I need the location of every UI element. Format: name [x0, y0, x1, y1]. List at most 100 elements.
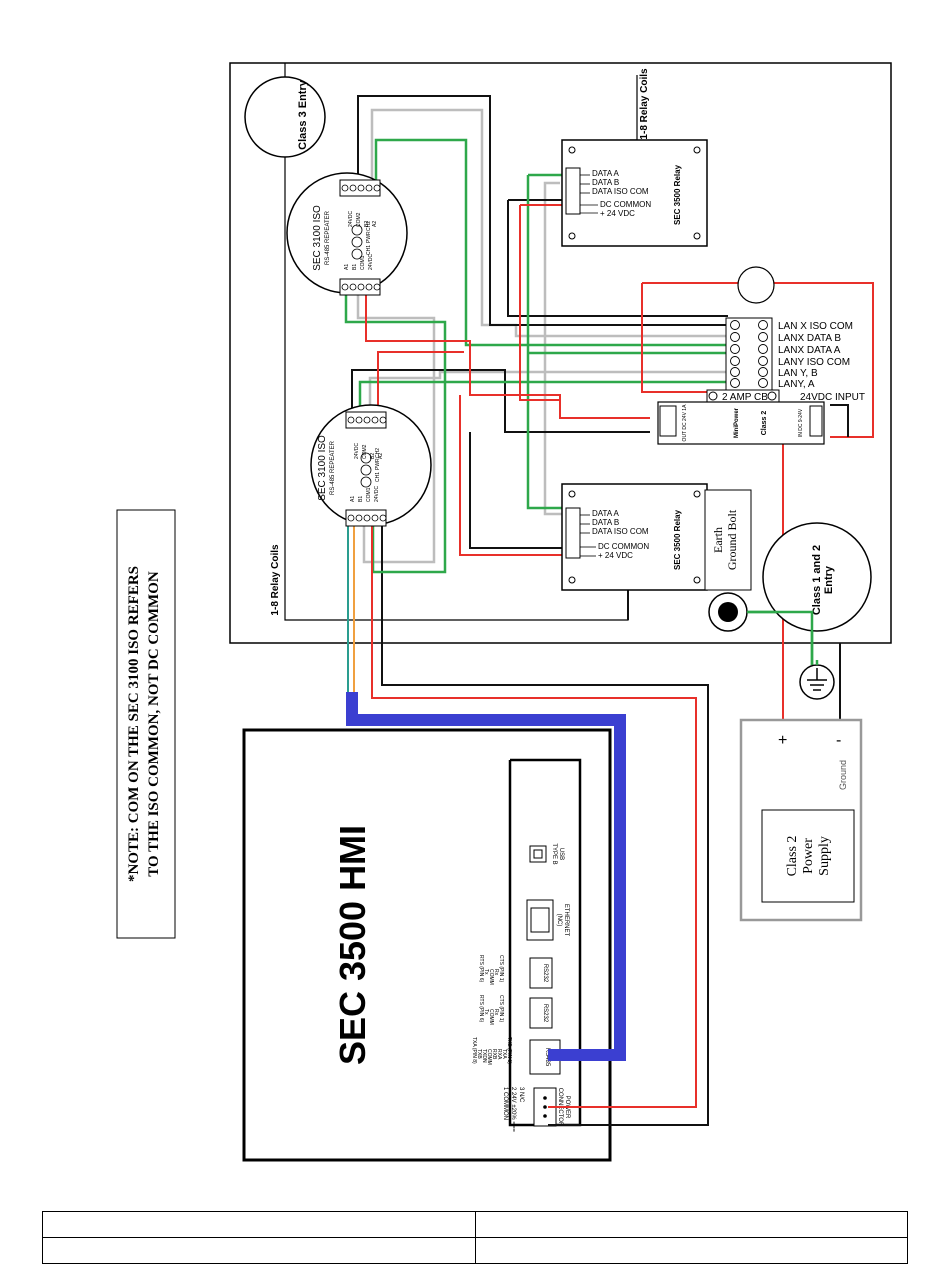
rs232-b-pin-1: CTS (PIN 1)	[498, 995, 504, 1023]
class2-in-label: IN DC 9-24V	[798, 408, 804, 437]
ethernet-label-1: ETHERNET	[563, 904, 569, 937]
rs232-a-pin-2: Rx	[493, 969, 499, 976]
repeater-bottom-pin-a1: A1	[350, 496, 356, 502]
rs232-a-label: RS232	[542, 964, 548, 983]
repeater-bottom-pin-a2: B1	[358, 496, 364, 502]
repeater-top-pin-b1: 24VDC	[348, 210, 354, 227]
lanx-data-a-label: LANX DATA A	[778, 345, 841, 356]
class2-module-body	[657, 401, 825, 445]
repeater-bottom-pin-b3: B2	[370, 453, 376, 459]
power-pin-3: 3 N/C	[518, 1087, 524, 1103]
psu-label-box	[761, 809, 855, 903]
usb-label-2: TYPE B	[551, 843, 557, 864]
ground-bolt-inner	[718, 602, 738, 622]
rs485-pin-3: RXA	[496, 1049, 502, 1060]
relay-top-term-2: DATA B	[592, 178, 619, 187]
relay-top-term-4: DC COMMON	[600, 200, 651, 209]
class2-brand: MiniPower	[734, 407, 740, 438]
rs232-a-pin-4: Tx	[483, 969, 489, 975]
footer-row	[42, 1211, 908, 1238]
footer-table	[42, 1211, 908, 1264]
repeater-bottom-subtitle: RS-485 REPEATER	[330, 440, 336, 495]
relay-top: DATA A DATA B DATA ISO COM DC COMMON + 2…	[561, 139, 708, 247]
class12-entry-line-1: Class 1 and 2	[811, 545, 823, 615]
rs485-pin-1: TXB (PIN 1)	[506, 1037, 512, 1064]
hmi-title: SEC 3500 HMI	[332, 825, 373, 1065]
note-box	[116, 509, 176, 939]
class12-entry-line-2: Entry	[823, 565, 835, 594]
power-supply: + - Ground Class 2 Power Supply	[739, 718, 863, 922]
terminal-block-body	[725, 317, 773, 391]
relay-bottom-term-4: DC COMMON	[598, 542, 649, 551]
note-line-1: *NOTE: COM ON THE SEC 3100 ISO REFERS	[126, 566, 142, 882]
footer-cell	[42, 1211, 476, 1238]
psu-label-line-2: Power	[801, 838, 816, 874]
earth-ground-line-1: Earth	[711, 527, 725, 553]
gray-wires	[356, 108, 728, 564]
footer-cell	[475, 1211, 908, 1238]
class3-entry-label: Class 3 Entry	[297, 79, 309, 150]
psu-minus: -	[836, 732, 841, 749]
class3-entry-circle	[244, 76, 326, 158]
relay-top-term-1: DATA A	[592, 169, 619, 178]
rs232-b-pin-3: COMM	[488, 1009, 494, 1025]
repeater-top-pin-b3: B2	[364, 221, 370, 227]
ethernet-label-2: (NC)	[556, 914, 562, 927]
repeater-bottom: SEC 3100 ISO RS-485 REPEATER 24VDC COM2 …	[310, 404, 432, 527]
footer-cell	[475, 1237, 908, 1264]
power-pin-1: 1 COMMON	[502, 1087, 508, 1120]
rs232-a-pin-1: CTS (PIN 1)	[498, 955, 504, 983]
repeater-bottom-pin-b1: 24VDC	[354, 442, 360, 459]
psu-ground-label: Ground	[838, 760, 848, 790]
repeater-top-title: SEC 3100 ISO	[312, 205, 323, 271]
repeater-top-led-3: CH2	[366, 221, 372, 231]
repeater-bottom-pin-b4: A2	[378, 453, 384, 459]
repeater-top-led-1: CH1	[366, 245, 372, 255]
input-label: 24VDC INPUT	[800, 392, 865, 403]
usb-port	[529, 845, 547, 863]
relay-coil-panel-top	[630, 75, 638, 141]
relay-bottom-term-3: DATA ISO COM	[592, 527, 649, 536]
relay-coils-left-label: 1-8 Relay Coils	[270, 544, 281, 616]
enclosure-outline	[229, 62, 892, 644]
lany-iso-com-label: LANY ISO COM	[778, 357, 850, 368]
repeater-top-pin-a4: 24VDC	[368, 253, 374, 270]
rs485-pin-4: RXB	[491, 1049, 497, 1060]
repeater-bottom-pin-a4: 24VDC	[374, 485, 380, 502]
rs232-a-pin-3: COMM	[488, 969, 494, 985]
note-line-2: TO THE ISO COMMON, NOT DC COMMON	[146, 571, 162, 877]
class2-out-label: OUT DC 24V 1A	[682, 404, 688, 442]
earth-ground-label-box	[704, 489, 752, 591]
repeater-bottom-led-1: CH1	[375, 472, 381, 482]
repeater-bottom-title: SEC 3100 ISO	[317, 435, 328, 501]
relay-bottom-term-1: DATA A	[592, 509, 619, 518]
rs485-pin-6: TXDN	[481, 1049, 487, 1063]
psu-label-line-1: Class 2	[785, 836, 800, 877]
rs485-pin-2: TXA	[501, 1049, 507, 1059]
repeater-top-led-2: PWR	[366, 231, 372, 243]
psu-plus: +	[778, 732, 787, 749]
rs485-pin-5: COMM	[486, 1049, 492, 1065]
rs232-b-label: RS232	[542, 1004, 548, 1023]
ground-icon	[799, 664, 835, 700]
relay-bottom-body	[561, 483, 708, 591]
repeater-top-pin-a1: A1	[344, 264, 350, 270]
power-pin-2: 2 24V ±20% ===	[510, 1087, 516, 1132]
repeater-top-subtitle: RS-485 REPEATER	[325, 210, 331, 265]
rs232-b-pin-2: Rx	[493, 1009, 499, 1016]
lan-x-iso-com-label: LAN X ISO COM	[778, 321, 853, 332]
repeater-bottom-pin-a3: COM1	[366, 487, 372, 502]
lanx-data-b-label: LANX DATA B	[778, 333, 841, 344]
input-black-wire	[830, 404, 849, 437]
repeater-top-pin-b4: A2	[372, 221, 378, 227]
rs485-label: RS485	[544, 1048, 550, 1067]
repeater-top-pin-b2: COM2	[356, 212, 362, 227]
rs485-pin-8: TXA (PIN 8)	[471, 1037, 477, 1064]
relay-bottom-label: SEC 3500 Relay	[673, 509, 682, 570]
hmi: SEC 3500 HMI USB TYPE B ETHERNET (NC) RS…	[242, 728, 612, 1162]
earth-ground-line-2: Ground Bolt	[725, 509, 739, 570]
terminal-block-hole	[737, 266, 775, 304]
repeater-bottom-pin-b2: COM2	[362, 444, 368, 459]
repeater-top-pin-a3: COM1	[360, 255, 366, 270]
